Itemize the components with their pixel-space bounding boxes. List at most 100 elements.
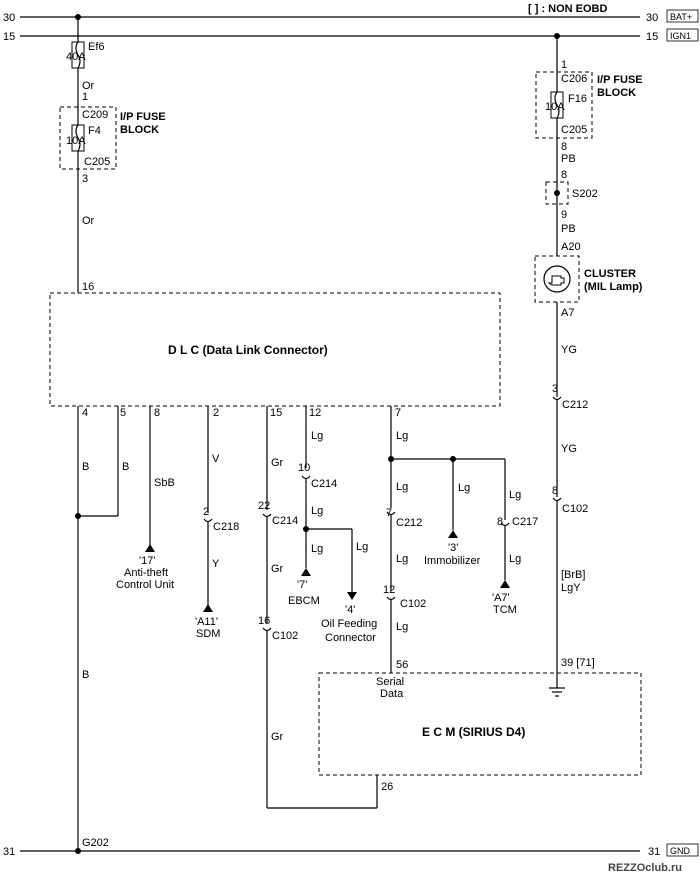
ecm-title: E C M (SIRIUS D4) [422,725,525,739]
sdm-arrow-icon [203,604,213,612]
antitheft-arrow-icon [145,544,155,552]
ip-fuse-block-left-line2: BLOCK [120,124,159,136]
splice-s202-box [545,181,569,205]
pin-1-left: 1 [82,91,88,103]
conn-c212: C212 [396,517,422,529]
fuse-f4-name: F4 [88,125,101,137]
pin-22-c214: 22 [258,500,270,512]
gnd-tag: GND [670,846,691,856]
pin-8a: 8 [561,141,567,153]
wire-yg-2: YG [561,443,577,455]
conn-c205-left: C205 [84,156,110,168]
bat-tag: BAT+ [670,12,692,22]
antitheft-line1: Anti-theft [124,567,168,579]
conn-c214-b: C214 [311,478,337,490]
imm-name: Immobilizer [424,555,481,567]
conn-c205-right: C205 [561,124,587,136]
pin-16-c102: 16 [258,615,270,627]
connector-c218 [203,518,213,523]
oil-line1: Oil Feeding [321,618,377,630]
bat-right-label: 30 [646,12,658,24]
ecm-pin-39: 39 [71] [561,657,595,669]
dlc-pin-7: 7 [395,407,401,419]
sdm-name: SDM [196,628,220,640]
wire-or-2: Or [82,215,95,227]
pin-1-right: 1 [561,59,567,71]
ign-right-label: 15 [646,31,658,43]
serial-line1: Serial [376,676,404,688]
ip-fuse-block-left [59,106,117,170]
dlc-pin-4: 4 [82,407,88,419]
ground-circuit: B B B G202 [75,406,129,851]
conn-c102-b: C102 [400,598,426,610]
tcm-ref: 'A7' [492,592,510,604]
fuse-f4-rating: 10A [66,135,86,147]
wire-sbb: SbB [154,477,175,489]
pin-8-c217: 8 [497,516,503,528]
connector-c212-lg [386,511,396,516]
non-eobd-legend: [ ] : NON EOBD [528,3,607,15]
watermark: REZZOclub.ru [608,862,682,874]
wire-b-lower: B [82,669,89,681]
pin-8-c102: 8 [552,485,558,497]
ebcm-arrow-icon [301,568,311,576]
serial-data-circuit: Lg Lg 7 C212 Lg 12 C102 Lg 56 Serial Dat… [376,406,538,700]
pin-3-c212: 3 [552,383,558,395]
dlc-pin-5: 5 [120,407,126,419]
splice-s202-label: S202 [572,188,598,200]
wire-lg-2: Lg [311,505,323,517]
ip-fuse-block-right-line2: BLOCK [597,87,636,99]
cluster-line1: CLUSTER [584,268,636,280]
cluster-box [534,255,580,303]
ground-g202: G202 [82,837,109,849]
conn-c217: C217 [512,516,538,528]
ebcm-oil-circuit: Lg 10 C214 Lg Lg Lg '7' EBCM '4' Oil Fee… [288,406,377,644]
fuse-f16-rating: 10A [545,101,565,113]
wire-gr-2: Gr [271,563,284,575]
dlc-title: D L C (Data Link Connector) [168,343,328,357]
sdm-circuit: V 2 C218 Y 'A11' SDM [195,406,239,640]
pin-a7: A7 [561,307,574,319]
pin-12-c102: 12 [383,584,395,596]
left-fuse-branch: Ef6 40A Or 1 C209 F4 10A I/P FUSE BLOCK … [59,17,166,293]
wire-lg-1: Lg [311,430,323,442]
conn-c102-right: C102 [562,503,588,515]
antitheft-ref: '17' [139,555,155,567]
conn-c214-a: C214 [272,515,298,527]
pin-a20: A20 [561,241,581,253]
ip-fuse-block-right-line1: I/P FUSE [597,74,643,86]
oil-arrow-icon [347,592,357,600]
dlc-pin-15: 15 [270,407,282,419]
wire-yg-1: YG [561,344,577,356]
wire-lg-4: Lg [356,541,368,553]
wire-lg-tcm2: Lg [509,553,521,565]
wire-or-1: Or [82,80,95,92]
ecm-box: E C M (SIRIUS D4) [318,672,642,776]
bat-bus: 30 30 BAT+ [ ] : NON EOBD [3,3,699,24]
ign-tag: IGN1 [670,31,691,41]
dlc-pin-16: 16 [82,281,94,293]
connector-c102-gr [262,627,272,632]
conn-c206: C206 [561,73,587,85]
connector-c214-lg [301,475,311,480]
gnd-left-label: 31 [3,846,15,858]
tcm-name: TCM [493,604,517,616]
conn-c209: C209 [82,109,108,121]
dlc-box: D L C (Data Link Connector) 4 5 8 2 15 1… [49,292,501,419]
oil-line2: Connector [325,632,376,644]
tcm-arrow-icon [500,580,510,588]
pin-3-left: 3 [82,173,88,185]
imm-ref: '3' [448,542,458,554]
wire-y: Y [212,558,220,570]
gnd-bus: 31 31 GND [3,843,699,858]
bat-left-label: 30 [3,12,15,24]
antitheft-line2: Control Unit [116,579,174,591]
dlc-pin-8: 8 [154,407,160,419]
dlc-pin-2: 2 [213,407,219,419]
connector-c212-right [552,396,562,401]
ign-bus: 15 15 IGN1 [3,28,699,43]
wire-lg-6: Lg [396,481,408,493]
gnd-right-label: 31 [648,846,660,858]
ip-fuse-block-right [535,71,593,139]
